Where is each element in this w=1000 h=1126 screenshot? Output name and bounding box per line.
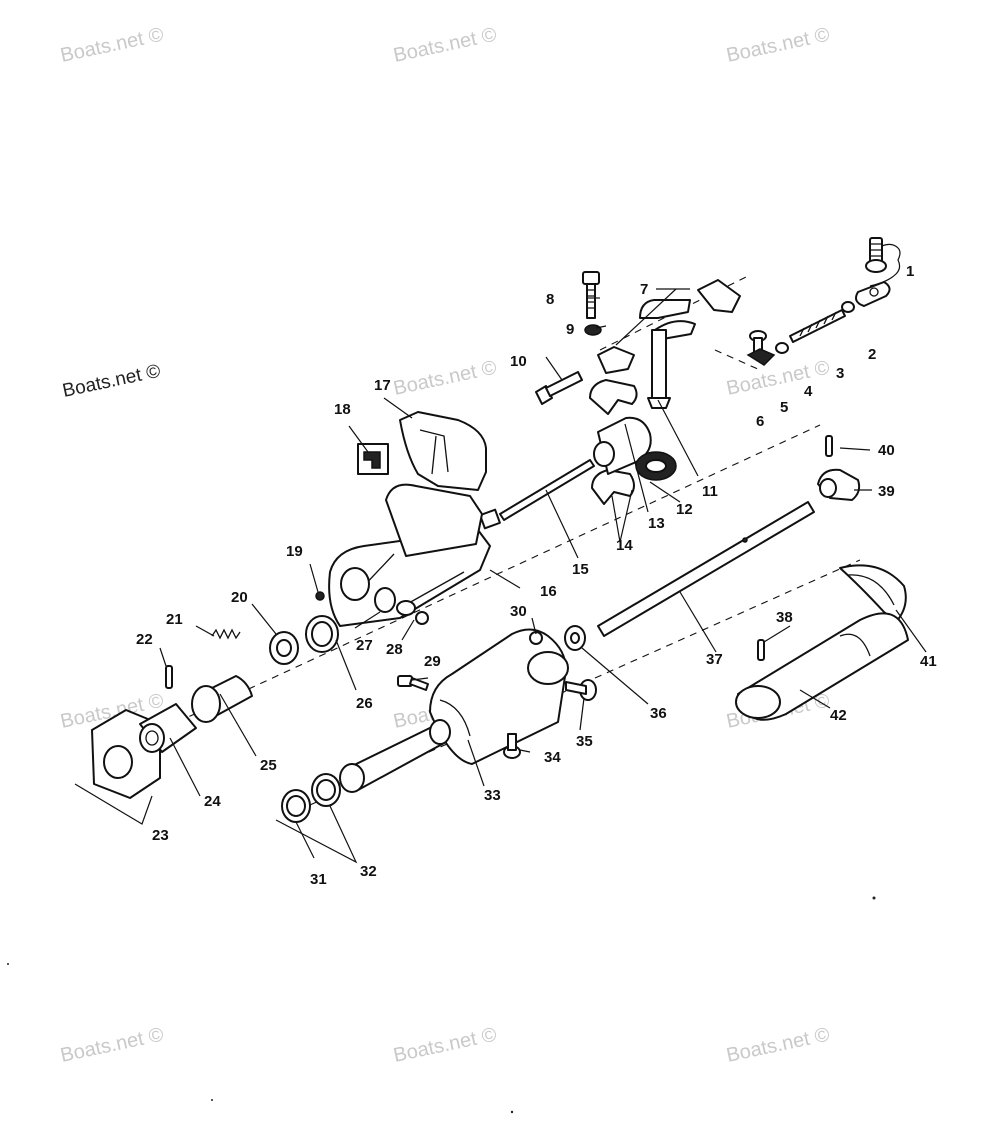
- callout-23: 23: [152, 827, 169, 844]
- steering-housing-group: [281, 501, 815, 823]
- callout-11: 11: [702, 483, 718, 500]
- part-collar: [817, 468, 861, 501]
- part-roll-pin-2: [757, 639, 765, 661]
- part-housing: [429, 628, 569, 765]
- scan-specks: [7, 896, 876, 1114]
- part-roll-pin: [825, 435, 833, 457]
- part-swivel-bracket: [328, 483, 491, 627]
- callout-4: 4: [804, 383, 813, 400]
- right-cylinder-group: [735, 435, 909, 721]
- callout-19: 19: [286, 543, 303, 560]
- callout-2: 2: [868, 346, 876, 363]
- watermark: Boats.net ©: [58, 1024, 165, 1067]
- callout-40: 40: [878, 442, 895, 459]
- callout-18: 18: [334, 401, 351, 418]
- part-grease-fitting: [315, 591, 325, 601]
- callout-32: 32: [360, 863, 377, 880]
- callout-15: 15: [572, 561, 589, 578]
- callout-21: 21: [166, 611, 183, 628]
- callout-35: 35: [576, 733, 593, 750]
- callout-39: 39: [878, 483, 895, 500]
- part-screw-lower: [503, 733, 521, 759]
- part-shift-lever: [597, 279, 741, 409]
- callout-36: 36: [650, 705, 667, 722]
- part-shift-shaft: [479, 459, 595, 530]
- callout-27: 27: [356, 637, 373, 654]
- watermark: Boats.net ©: [58, 24, 165, 67]
- callout-5: 5: [780, 399, 788, 416]
- callout-numbers: 1 2 3 4 5 6 7 8 9 10 11 12 13 14 15 16 1…: [136, 263, 937, 888]
- part-bolt-side: [565, 679, 597, 701]
- callout-25: 25: [260, 757, 277, 774]
- callout-24: 24: [204, 793, 221, 810]
- part-spring: [211, 628, 241, 640]
- watermark: Boats.net ©: [391, 1024, 498, 1067]
- callout-28: 28: [386, 641, 403, 658]
- callout-12: 12: [676, 501, 693, 518]
- part-threaded-rod: [789, 309, 846, 343]
- callout-30: 30: [510, 603, 527, 620]
- shift-shaft-group: [328, 271, 677, 627]
- callout-42: 42: [830, 707, 847, 724]
- watermark: Boats.net ©: [724, 24, 831, 67]
- part-steering-rod: [597, 501, 815, 637]
- part-stud-knob: [746, 330, 776, 366]
- part-pin: [165, 665, 173, 689]
- part-clamp-upper: [589, 379, 638, 415]
- callout-17: 17: [374, 377, 391, 394]
- part-clamp-bracket: [399, 411, 487, 491]
- part-cover: [839, 564, 907, 623]
- part-bolt-short: [396, 600, 429, 625]
- part-bracket-tab: [357, 443, 389, 475]
- callout-8: 8: [546, 291, 554, 308]
- part-screw: [397, 675, 429, 691]
- callout-10: 10: [510, 353, 527, 370]
- part-washer-ring-2: [311, 773, 341, 807]
- callout-1: 1: [906, 263, 914, 280]
- part-ball-joint: [855, 237, 891, 307]
- part-seal: [305, 615, 339, 653]
- part-bevel-gear: [635, 451, 677, 481]
- part-tube: [339, 719, 451, 793]
- watermark: Boats.net ©: [391, 357, 498, 400]
- part-nut: [841, 301, 855, 313]
- linkage-group: [597, 237, 891, 409]
- callout-33: 33: [484, 787, 501, 804]
- watermark: Boats.net ©: [724, 357, 831, 400]
- watermark: Boats.net ©: [61, 361, 163, 402]
- part-bushing: [269, 631, 299, 665]
- watermark: Boats.net ©: [724, 1024, 831, 1067]
- part-bolt-long: [535, 371, 583, 405]
- callout-6: 6: [756, 413, 764, 430]
- callout-20: 20: [231, 589, 248, 606]
- left-mount-group: [91, 591, 429, 799]
- part-cylinder: [735, 612, 909, 721]
- callout-3: 3: [836, 365, 844, 382]
- callout-37: 37: [706, 651, 723, 668]
- callout-26: 26: [356, 695, 373, 712]
- leader-lines: [74, 243, 927, 864]
- callout-41: 41: [920, 653, 937, 670]
- callout-31: 31: [310, 871, 327, 888]
- part-nut-small: [775, 342, 789, 354]
- part-bushing-end: [564, 625, 586, 651]
- part-washer-ring: [281, 789, 311, 823]
- axis-linkage-2: [714, 349, 761, 371]
- callout-14: 14: [616, 537, 633, 554]
- watermark: Boats.net ©: [391, 24, 498, 67]
- callout-13: 13: [648, 515, 665, 532]
- callout-22: 22: [136, 631, 153, 648]
- callout-38: 38: [776, 609, 793, 626]
- part-socket: [139, 703, 197, 753]
- callout-7: 7: [640, 281, 648, 298]
- callout-16: 16: [540, 583, 557, 600]
- part-splined-coupler: [191, 675, 253, 723]
- callout-9: 9: [566, 321, 574, 338]
- callout-29: 29: [424, 653, 441, 670]
- callout-34: 34: [544, 749, 561, 766]
- part-bolt: [582, 271, 600, 319]
- part-washer: [584, 324, 602, 336]
